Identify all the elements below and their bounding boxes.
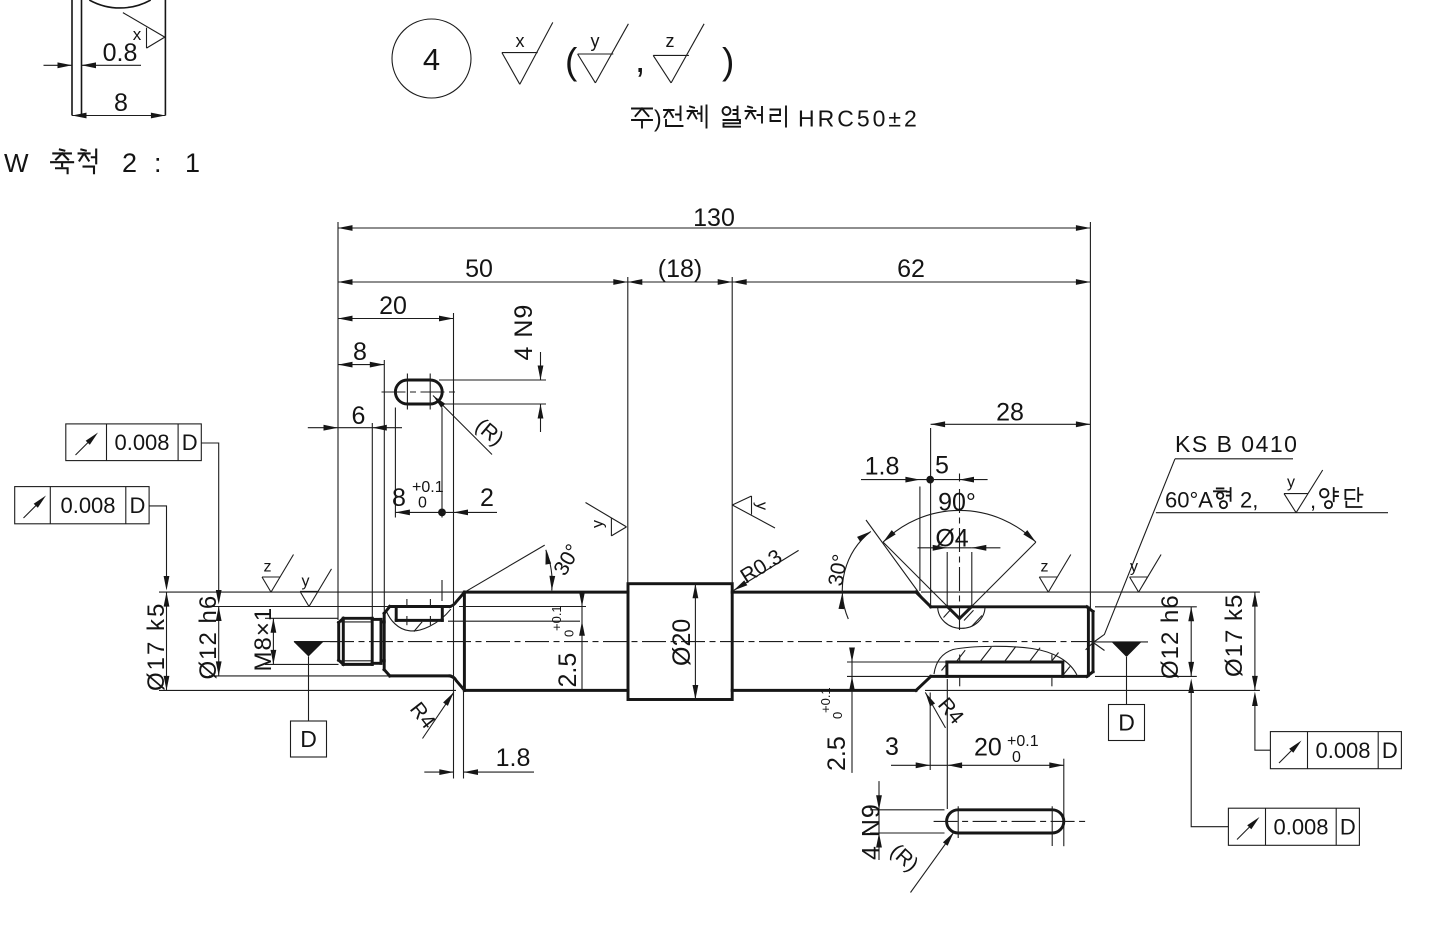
svg-text:2.5: 2.5 [823, 736, 851, 771]
svg-text:R0.3: R0.3 [736, 545, 786, 588]
svg-text:0: 0 [562, 630, 577, 637]
svg-text:8: 8 [353, 338, 367, 366]
svg-text:0: 0 [830, 712, 845, 719]
svg-text:R4: R4 [933, 693, 968, 729]
svg-text:M8×1: M8×1 [250, 607, 277, 672]
svg-text:60°A: 60°A [1165, 488, 1213, 513]
svg-text:D: D [1118, 710, 1135, 736]
svg-text:z: z [666, 31, 675, 51]
svg-text:+0.1: +0.1 [549, 605, 564, 631]
svg-text:+0.1: +0.1 [1007, 733, 1039, 750]
svg-text:Ø20: Ø20 [668, 619, 696, 666]
svg-text:0.008: 0.008 [1315, 738, 1370, 763]
svg-text:,: , [635, 39, 645, 80]
svg-text:y: y [590, 520, 607, 528]
svg-text:x: x [133, 25, 142, 44]
svg-text:(R): (R) [471, 414, 508, 450]
svg-text:y: y [1287, 474, 1295, 491]
svg-text:z: z [1041, 559, 1049, 576]
svg-text:y: y [753, 502, 770, 510]
svg-text:1.8: 1.8 [496, 744, 531, 772]
svg-text:D: D [1382, 738, 1398, 763]
svg-text:z: z [264, 559, 272, 576]
svg-text:28: 28 [996, 399, 1024, 427]
svg-text:0: 0 [418, 495, 427, 512]
svg-text:0.008: 0.008 [60, 493, 115, 518]
svg-text:y: y [302, 573, 310, 590]
svg-text:D: D [129, 493, 145, 518]
svg-text:20: 20 [379, 292, 407, 320]
svg-text:): ) [722, 41, 734, 82]
svg-text:x: x [516, 31, 525, 51]
svg-text:HRC50±2: HRC50±2 [798, 106, 920, 132]
svg-text:0: 0 [1012, 749, 1021, 766]
svg-text:y: y [1130, 559, 1138, 576]
svg-text:Ø17 k5: Ø17 k5 [1221, 594, 1248, 677]
svg-text:130: 130 [693, 204, 735, 232]
svg-text:2: 2 [480, 484, 494, 512]
svg-text:62: 62 [897, 255, 925, 283]
svg-text:(: ( [565, 41, 578, 82]
svg-text:0.008: 0.008 [114, 430, 169, 455]
svg-text:,: , [1310, 488, 1316, 513]
svg-text:1: 1 [185, 148, 200, 178]
svg-text:D: D [300, 726, 317, 752]
svg-text::: : [154, 148, 162, 178]
svg-text:2,: 2, [1240, 488, 1258, 513]
svg-text:Ø12 h6: Ø12 h6 [195, 595, 222, 680]
svg-text:4: 4 [423, 42, 440, 77]
svg-text:+0.1: +0.1 [818, 687, 833, 713]
svg-text:6: 6 [352, 402, 366, 430]
svg-text:4 N9: 4 N9 [510, 304, 538, 361]
svg-text:Ø12 h6: Ø12 h6 [1157, 594, 1184, 679]
svg-text:D: D [182, 430, 198, 455]
svg-text:0.008: 0.008 [1273, 815, 1328, 840]
svg-text:4 N9: 4 N9 [858, 803, 886, 860]
svg-text:R4: R4 [405, 698, 440, 734]
svg-text:30°: 30° [824, 553, 852, 588]
svg-text:KS B 0410: KS B 0410 [1175, 431, 1298, 457]
svg-text:8: 8 [114, 89, 128, 117]
svg-text:+0.1: +0.1 [412, 479, 444, 496]
svg-text:2.5: 2.5 [554, 653, 582, 688]
svg-text:90°: 90° [938, 489, 976, 517]
svg-text:y: y [591, 31, 600, 51]
svg-text:20: 20 [974, 734, 1002, 762]
svg-text:W: W [4, 148, 29, 178]
svg-text:30°: 30° [549, 540, 585, 579]
svg-text:8: 8 [392, 484, 406, 512]
svg-text:): ) [654, 106, 662, 132]
svg-text:2: 2 [122, 148, 137, 178]
svg-text:0.8: 0.8 [103, 39, 138, 67]
svg-text:Ø17 k5: Ø17 k5 [143, 602, 170, 691]
svg-text:(18): (18) [658, 255, 702, 283]
svg-text:50: 50 [465, 255, 493, 283]
svg-text:1.8: 1.8 [865, 453, 900, 481]
svg-text:D: D [1340, 815, 1356, 840]
svg-text:3: 3 [885, 733, 899, 761]
svg-text:(R): (R) [886, 840, 923, 877]
svg-text:5: 5 [935, 452, 949, 480]
